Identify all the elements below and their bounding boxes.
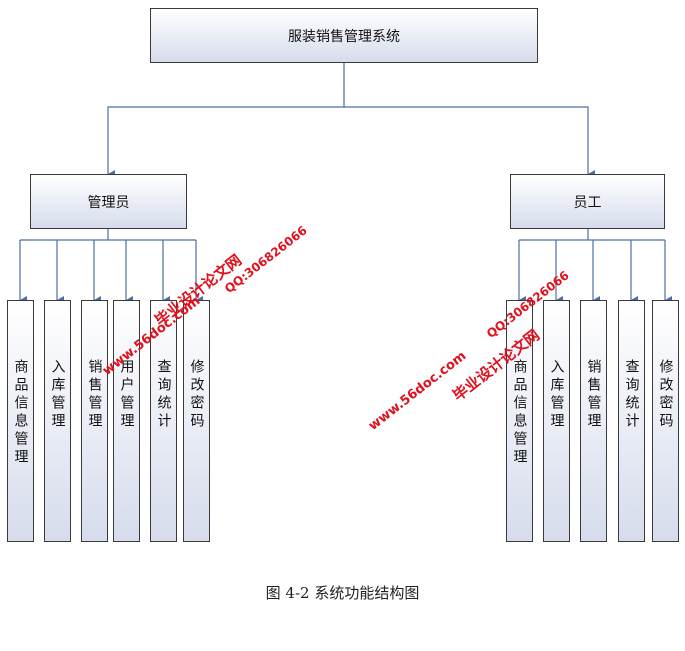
module-box-user-admin: 用户管理 <box>113 300 140 542</box>
module-box-stock-in-staff: 入库管理 <box>543 300 570 542</box>
module-label: 入库管理 <box>548 359 565 431</box>
module-box-change-password-staff: 修改密码 <box>652 300 679 542</box>
module-box-query-stats-admin: 查询统计 <box>150 300 177 542</box>
module-box-sales-staff: 销售管理 <box>580 300 607 542</box>
module-box-product-info-admin: 商品信息管理 <box>7 300 34 542</box>
role-box-staff: 员工 <box>510 174 665 229</box>
module-label: 查询统计 <box>155 359 172 431</box>
module-label: 修改密码 <box>657 359 674 431</box>
root-system-box: 服装销售管理系统 <box>150 8 538 63</box>
module-label: 用户管理 <box>118 359 135 431</box>
module-label: 入库管理 <box>49 359 66 431</box>
module-box-sales-admin: 销售管理 <box>81 300 108 542</box>
module-label: 商品信息管理 <box>12 359 29 467</box>
module-label: 查询统计 <box>623 359 640 431</box>
role-label-staff: 员工 <box>573 194 602 211</box>
role-box-admin: 管理员 <box>30 174 187 229</box>
module-box-query-stats-staff: 查询统计 <box>618 300 645 542</box>
role-label-admin: 管理员 <box>87 194 130 211</box>
module-label: 修改密码 <box>188 359 205 431</box>
module-label: 销售管理 <box>86 359 103 431</box>
module-box-change-password-admin: 修改密码 <box>183 300 210 542</box>
root-system-label: 服装销售管理系统 <box>288 28 400 45</box>
module-box-product-info-staff: 商品信息管理 <box>506 300 533 542</box>
module-label: 销售管理 <box>585 359 602 431</box>
module-box-stock-in-admin: 入库管理 <box>44 300 71 542</box>
module-label: 商品信息管理 <box>511 359 528 467</box>
figure-caption: 图 4-2 系统功能结构图 <box>265 584 420 602</box>
